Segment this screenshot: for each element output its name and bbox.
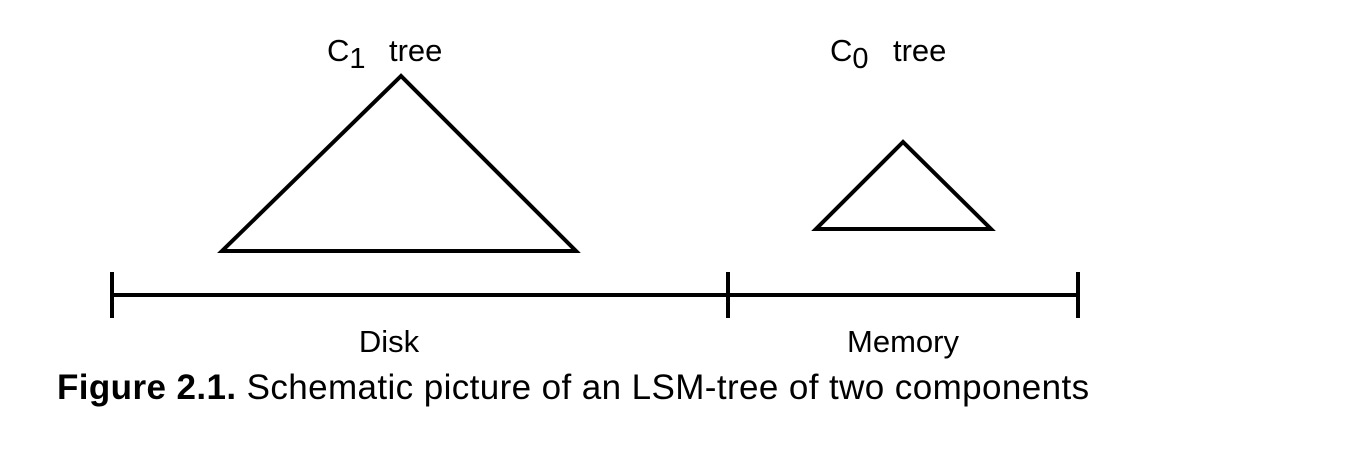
- c1-tree-label: C1 tree: [327, 33, 442, 75]
- c0-tree-label-subscript: 0: [852, 43, 868, 75]
- c0-tree-triangle: [811, 139, 996, 231]
- figure-caption-text: Schematic picture of an LSM-tree of two …: [246, 368, 1090, 407]
- c0-tree-label-suffix: tree: [893, 33, 946, 68]
- c1-tree-label-main: C: [327, 33, 349, 68]
- c1-tree-label-subscript: 1: [349, 43, 365, 75]
- figure-caption: Figure 2.1. Schematic picture of an LSM-…: [57, 368, 1089, 408]
- figure-number: Figure 2.1.: [57, 368, 237, 407]
- c0-tree-label-main: C: [830, 33, 852, 68]
- c1-tree-label-suffix: tree: [389, 33, 442, 68]
- c1-tree-triangle: [217, 73, 581, 253]
- memory-label: Memory: [847, 324, 959, 359]
- c0-tree-label: C0 tree: [830, 33, 946, 75]
- disk-label: Disk: [359, 324, 420, 359]
